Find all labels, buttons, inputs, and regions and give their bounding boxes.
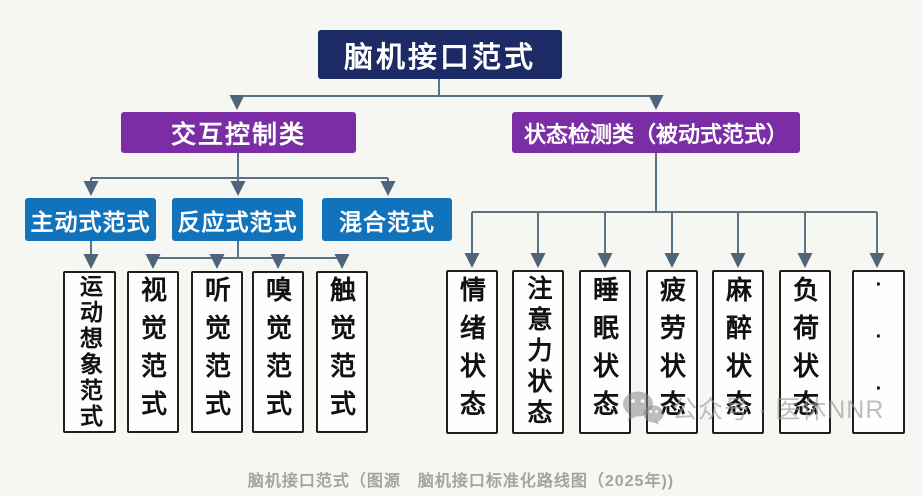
leaf-auditory-paradigm: 听觉范式 [191,271,243,433]
node-category-interactive-control: 交互控制类 [121,112,356,153]
leaf-sleep-state: 睡眠状态 [579,270,631,434]
caption: 脑机接口范式（图源 脑机接口标准化路线图（2025年)) [247,473,675,490]
leaf-label: 触觉范式 [326,276,357,428]
leaf-label: 嗅觉范式 [262,276,293,428]
leaf-olfactory-paradigm: 嗅觉范式 [252,271,304,433]
leaf-label: 麻醉状态 [722,276,753,428]
node-type-hybrid-paradigm: 混合范式 [322,198,452,241]
leaf-visual-paradigm: 视觉范式 [127,271,179,433]
node-type-active-paradigm: 主动式范式 [25,198,156,241]
leaf-ellipsis-more-states: ··· [852,270,905,434]
leaf-anesthesia-state: 麻醉状态 [712,270,764,434]
ellipsis-dots: ··· [868,274,890,430]
leaf-label: 注意力状态 [524,274,552,430]
leaf-fatigue-state: 疲劳状态 [646,270,698,434]
leaf-label: 情绪状态 [456,276,487,428]
leaf-label: 睡眠状态 [589,276,620,428]
leaf-motor-imagery-paradigm: 运动想象范式 [63,271,116,433]
leaf-label: 听觉范式 [201,276,232,428]
node-root-bci-paradigm: 脑机接口范式 [318,30,562,79]
leaf-label: 疲劳状态 [656,276,687,428]
leaf-label: 运动想象范式 [76,274,103,430]
leaf-label: 负荷状态 [789,276,820,428]
leaf-attention-state: 注意力状态 [512,270,564,434]
leaf-label: 视觉范式 [137,276,168,428]
leaf-workload-state: 负荷状态 [779,270,831,434]
leaf-emotion-state: 情绪状态 [446,270,498,434]
node-type-reactive-paradigm: 反应式范式 [172,198,303,241]
leaf-tactile-paradigm: 触觉范式 [316,271,368,433]
node-category-state-detection: 状态检测类（被动式范式） [512,112,800,153]
